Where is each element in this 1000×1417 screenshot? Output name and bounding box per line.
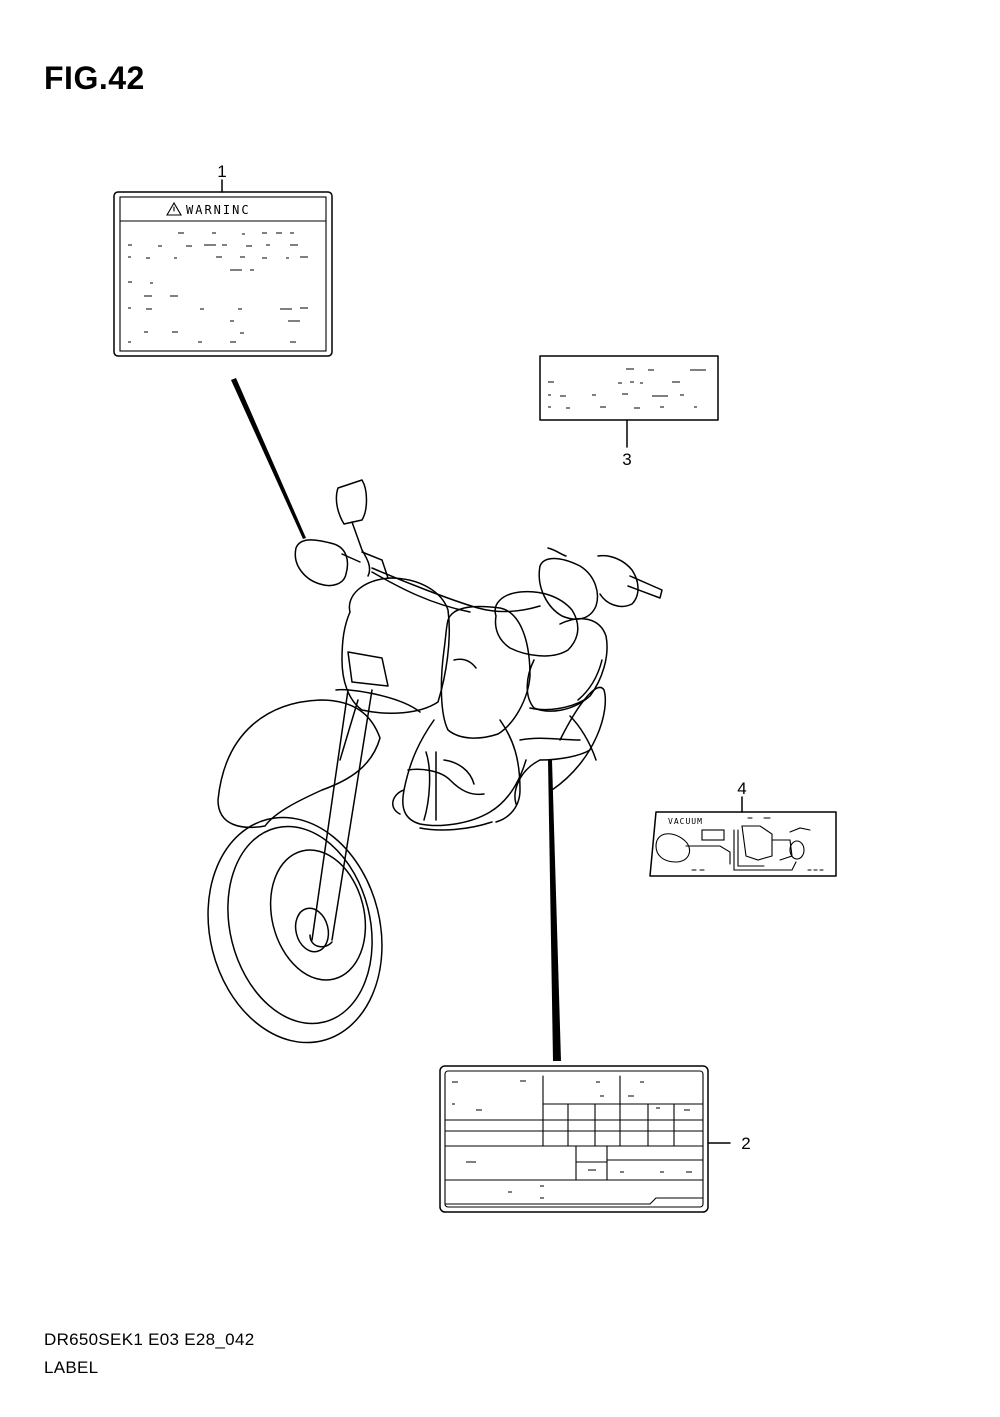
vacuum-hose-label[interactable]: VACUUM xyxy=(649,811,837,877)
callout-1: 1 xyxy=(217,162,226,181)
callout-4: 4 xyxy=(737,779,746,798)
pointer-arrow-1 xyxy=(231,378,306,539)
warning-text-dashes xyxy=(128,232,308,343)
spec-label-text-dashes xyxy=(452,1080,692,1199)
callout-2: 2 xyxy=(741,1134,750,1153)
warning-heading: WARNINC xyxy=(186,203,251,217)
label-3-text-dashes xyxy=(548,368,706,409)
pointer-arrow-2 xyxy=(548,760,561,1061)
motorcycle-drawing xyxy=(207,479,663,1044)
vacuum-heading: VACUUM xyxy=(668,817,703,826)
specification-label[interactable] xyxy=(439,1065,709,1213)
warning-triangle-icon xyxy=(166,201,182,216)
figure-title: FIG.42 xyxy=(44,60,145,96)
callout-3: 3 xyxy=(622,450,631,469)
figure-code: DR650SEK1 E03 E28_042 xyxy=(44,1330,255,1349)
vacuum-routing-graphic xyxy=(655,817,824,871)
info-label-3[interactable] xyxy=(539,355,719,421)
figure-name: LABEL xyxy=(44,1358,99,1377)
spec-label-grid xyxy=(444,1075,704,1205)
warning-label[interactable]: WARNINC xyxy=(113,191,333,357)
